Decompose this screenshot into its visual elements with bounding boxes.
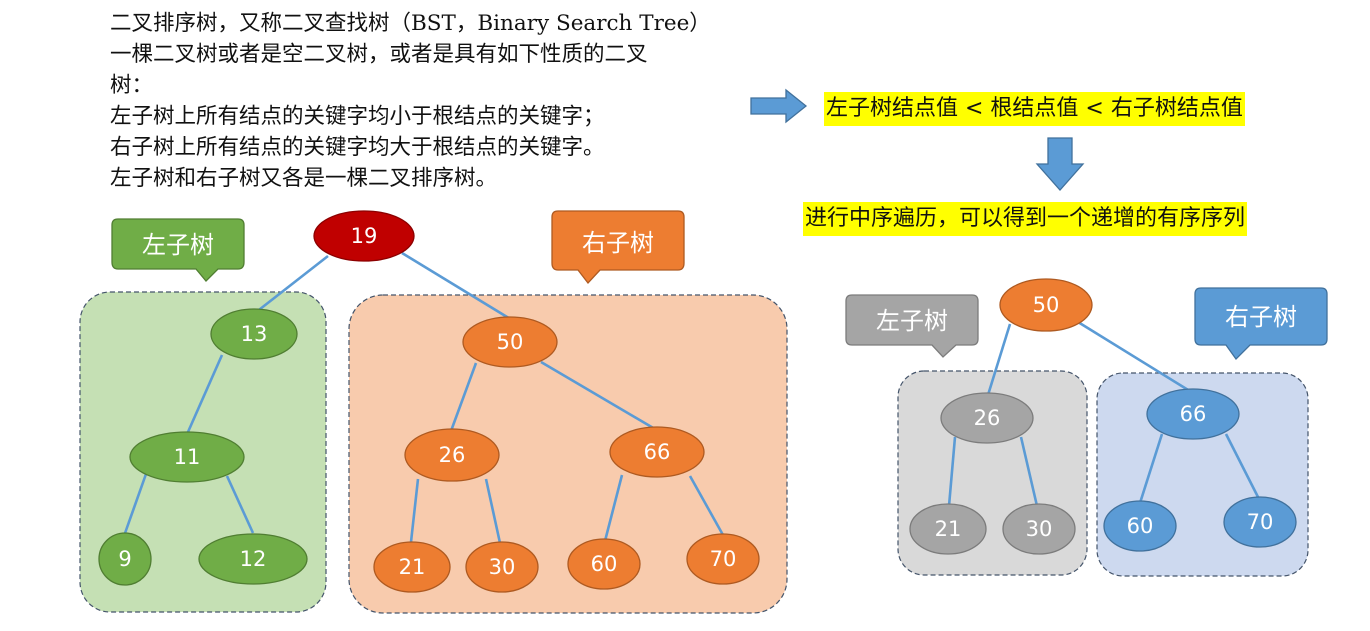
tree-node-12-label: 12	[240, 547, 267, 571]
inorder-node-70	[1223, 496, 1297, 548]
tree-node-70-label: 70	[710, 547, 737, 571]
tree-node-9	[98, 532, 152, 586]
inorder-node-26-label: 26	[974, 406, 1001, 430]
inorder-node-26	[940, 392, 1034, 444]
right-subtree-callout-shape	[551, 210, 685, 285]
gray-subtree-label: 左子树	[876, 307, 948, 335]
tree-node-26-label: 26	[439, 443, 466, 467]
blue-subtree-label: 右子树	[1225, 303, 1297, 331]
tree-node-30	[465, 541, 539, 593]
tree-node-9-label: 9	[118, 547, 131, 571]
inorder-node-66	[1146, 388, 1240, 440]
tree-node-50	[462, 316, 558, 368]
intro-line-5: 右子树上所有结点的关键字均大于根结点的关键字。	[110, 135, 605, 160]
tree-node-50-label: 50	[497, 330, 524, 354]
tree-node-19	[313, 210, 415, 262]
inorder-node-30	[1002, 503, 1076, 555]
inorder-callout: 进行中序遍历，可以得到一个递增的有序序列	[803, 202, 1248, 236]
inorder-node-70-label: 70	[1247, 510, 1274, 534]
right-arrow-icon	[750, 88, 808, 124]
tree-node-11	[129, 431, 245, 483]
property-callout: 左子树结点值 < 根结点值 < 右子树结点值	[824, 92, 1245, 126]
intro-text: 二叉排序树，又称二叉查找树（BST，Binary Search Tree） 一棵…	[110, 8, 800, 194]
inorder-node-60	[1103, 500, 1177, 552]
inorder-node-30-label: 30	[1026, 517, 1053, 541]
left-subtree-callout-shape	[111, 218, 245, 282]
intro-line-3: 树：	[110, 73, 154, 98]
blue-subtree-callout-shape	[1194, 287, 1328, 361]
tree-node-26	[404, 428, 500, 482]
right-subtree-label: 右子树	[582, 229, 654, 257]
tree-node-13	[210, 308, 298, 360]
tree-node-60-label: 60	[591, 552, 618, 576]
tree-node-30-label: 30	[489, 555, 516, 579]
right-tree-edges	[947, 320, 1261, 507]
inorder-node-21	[909, 503, 987, 555]
intro-line-4: 左子树上所有结点的关键字均小于根结点的关键字；	[110, 104, 605, 129]
tree-node-70	[686, 533, 760, 585]
left-tree-edges	[122, 251, 725, 544]
down-arrow-icon	[1035, 137, 1085, 191]
tree-node-21-label: 21	[399, 555, 426, 579]
tree-node-66-label: 66	[644, 440, 671, 464]
tree-node-60	[567, 538, 641, 590]
left-subtree-label: 左子树	[142, 231, 214, 259]
gray-subtree-callout-shape	[845, 294, 979, 358]
intro-line-2: 一棵二叉树或者是空二叉树，或者是具有如下性质的二叉	[110, 42, 648, 67]
inorder-node-21-label: 21	[935, 517, 962, 541]
right-subtree-panel	[348, 294, 788, 614]
tree-node-11-label: 11	[174, 445, 201, 469]
tree-node-66	[609, 426, 705, 478]
tree-node-21	[373, 541, 451, 593]
tree-node-13-label: 13	[241, 322, 268, 346]
inorder-node-60-label: 60	[1127, 514, 1154, 538]
inorder-node-50	[999, 278, 1093, 332]
inorder-node-50-label: 50	[1033, 293, 1060, 317]
inorder-node-66-label: 66	[1180, 402, 1207, 426]
tree-node-19-label: 19	[351, 224, 378, 248]
intro-line-6: 左子树和右子树又各是一棵二叉排序树。	[110, 166, 498, 191]
intro-line-1: 二叉排序树，又称二叉查找树（BST，Binary Search Tree）	[110, 11, 711, 36]
tree-node-12	[198, 533, 308, 585]
